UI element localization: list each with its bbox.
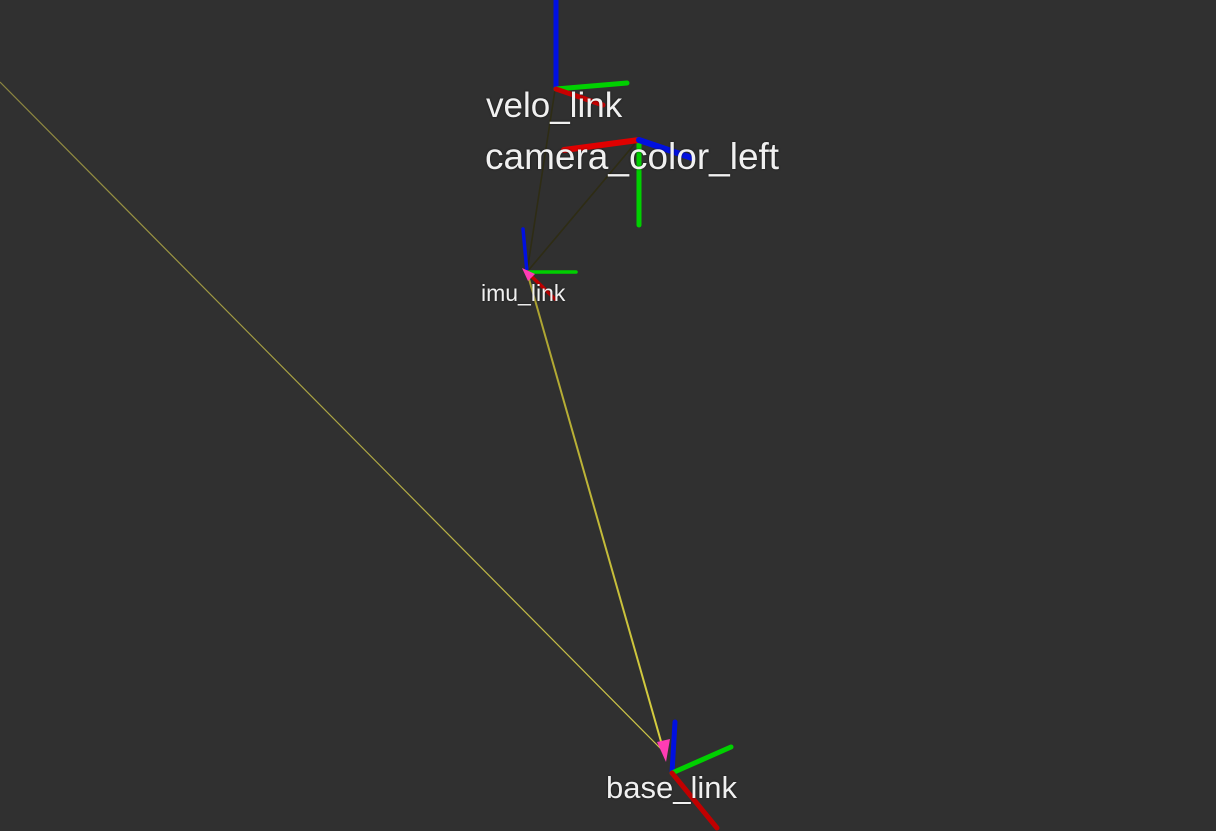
velo-link-axes [553, 0, 630, 108]
base-link-y-axis [669, 744, 734, 776]
camera-color-left-x-axis [561, 137, 642, 153]
imu-link-z-axis [521, 227, 529, 274]
base-link-arrow [657, 739, 670, 762]
frame-label-velo-link: velo_link [486, 86, 623, 125]
velo-link-y-axis [553, 80, 630, 92]
base-link-axes [657, 719, 734, 831]
base-link-x-axis [669, 770, 720, 831]
velo-link-x-axis [553, 86, 606, 108]
camera-color-left-axes [561, 137, 695, 228]
camera-color-left-z-axis [636, 137, 695, 161]
imu-link-axes [521, 227, 578, 301]
connection-long-to-base-link [0, 81, 665, 753]
frame-label-camera-color-left: camera_color_left [485, 136, 780, 177]
frame-label-base-link: base_link [606, 770, 737, 805]
frame-label-imu-link: imu_link [481, 280, 566, 306]
connection-camera-to-imu-link [526, 139, 639, 273]
imu-link-arrow [522, 268, 535, 281]
base-link-z-axis [669, 719, 678, 776]
connection-velo-to-imu-link [526, 89, 556, 273]
connection-imu-to-base-link [526, 271, 665, 753]
tf-connections [0, 81, 665, 753]
